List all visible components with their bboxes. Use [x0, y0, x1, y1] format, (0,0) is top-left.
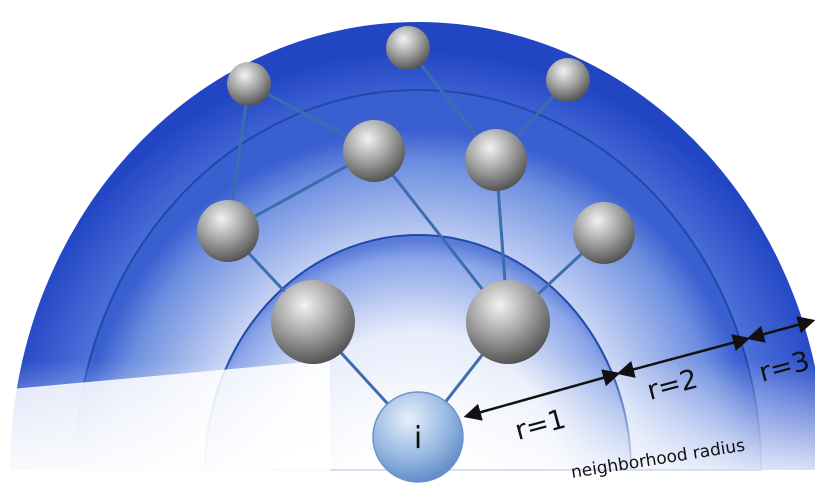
node — [386, 26, 430, 70]
node — [546, 58, 590, 102]
radius-arrow-r2 — [616, 334, 751, 378]
node — [465, 129, 527, 191]
node — [573, 202, 635, 264]
bottom-left-fade — [0, 360, 330, 494]
center-node — [372, 391, 464, 483]
node — [227, 62, 271, 106]
node — [271, 280, 355, 364]
radius-arrow-r1 — [463, 369, 621, 421]
node — [466, 280, 550, 364]
node — [343, 120, 405, 182]
nodes: i — [197, 26, 635, 483]
radius-indicators — [463, 316, 815, 421]
center-node-label: i — [414, 421, 422, 456]
node — [197, 200, 259, 262]
radius-arrow-r3 — [746, 316, 815, 343]
